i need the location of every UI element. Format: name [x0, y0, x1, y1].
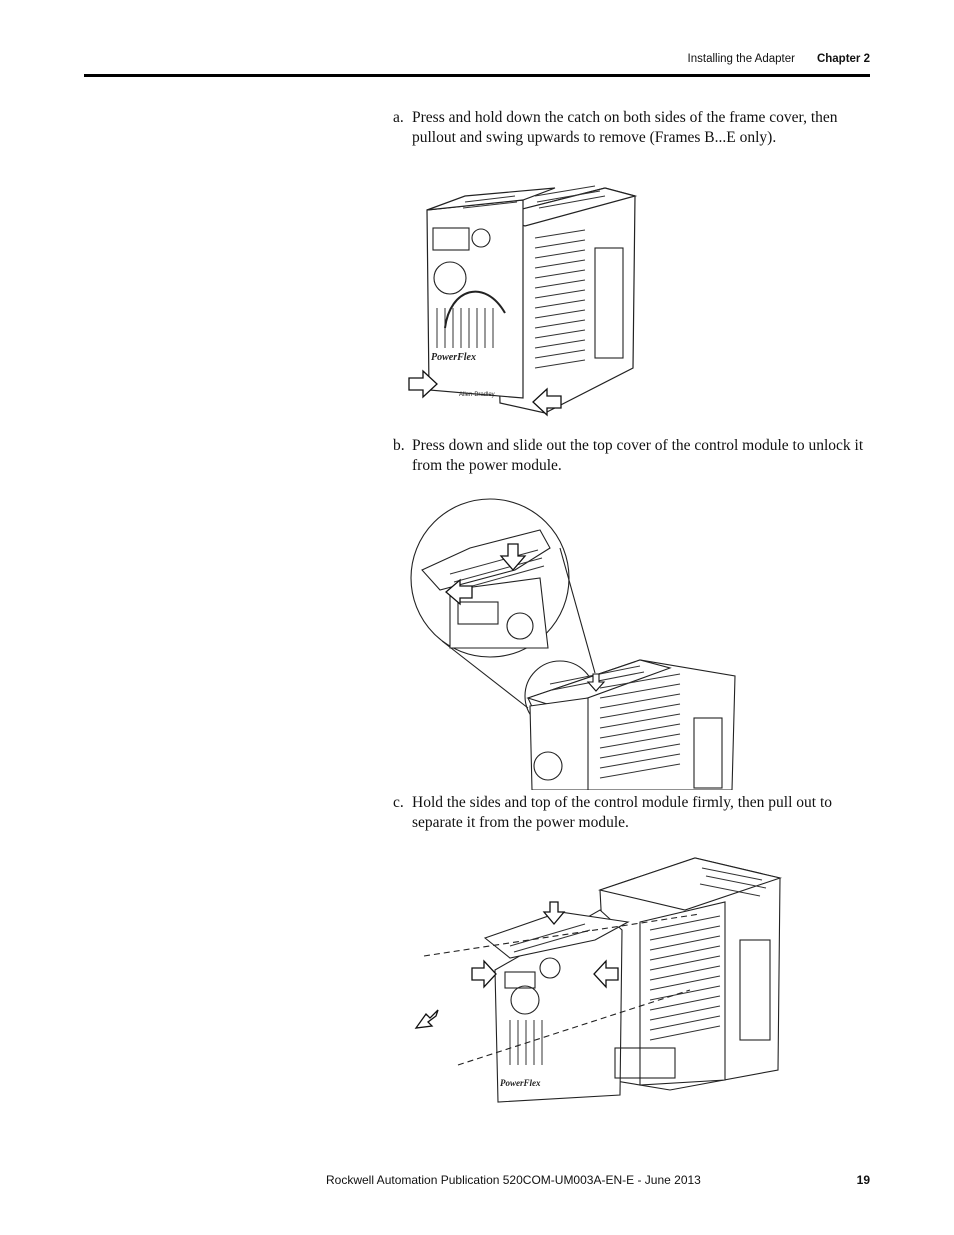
down-arrow-small-icon — [586, 673, 606, 692]
brand-label: PowerFlex — [500, 1078, 541, 1088]
step-text: Press and hold down the catch on both si… — [412, 109, 838, 146]
left-arrow-icon — [532, 387, 562, 417]
left-arrow-icon — [445, 578, 473, 606]
figure-slide-top-cover — [410, 498, 745, 790]
pull-out-arrow-icon — [414, 1009, 439, 1029]
right-arrow-icon — [408, 369, 438, 399]
figure-remove-frame-cover: PowerFlex Allen-Bradley — [405, 178, 645, 420]
figure-separate-control-module: PowerFlex — [410, 850, 785, 1110]
brand-label: PowerFlex — [431, 352, 476, 363]
maker-label: Allen-Bradley — [459, 392, 495, 398]
step-letter: a. — [393, 109, 404, 126]
chapter-label: Chapter 2 — [816, 53, 870, 65]
step-letter: b. — [393, 437, 405, 454]
step-c: c. Hold the sides and top of the control… — [393, 793, 869, 833]
right-arrow-icon — [471, 959, 497, 989]
step-a: a. Press and hold down the catch on both… — [393, 108, 869, 148]
running-header: Installing the Adapter Chapter 2 — [688, 53, 870, 65]
page-number: 19 — [856, 1173, 870, 1187]
step-text: Press down and slide out the top cover o… — [412, 437, 864, 474]
down-arrow-icon — [499, 543, 527, 571]
down-arrow-icon — [542, 901, 566, 926]
left-arrow-icon — [593, 959, 619, 989]
header-rule — [84, 74, 870, 77]
step-b: b. Press down and slide out the top cove… — [393, 436, 869, 476]
section-title: Installing the Adapter — [687, 53, 795, 65]
step-letter: c. — [393, 794, 404, 811]
step-text: Hold the sides and top of the control mo… — [412, 794, 833, 831]
publication-info: Rockwell Automation Publication 520COM-U… — [326, 1173, 701, 1187]
